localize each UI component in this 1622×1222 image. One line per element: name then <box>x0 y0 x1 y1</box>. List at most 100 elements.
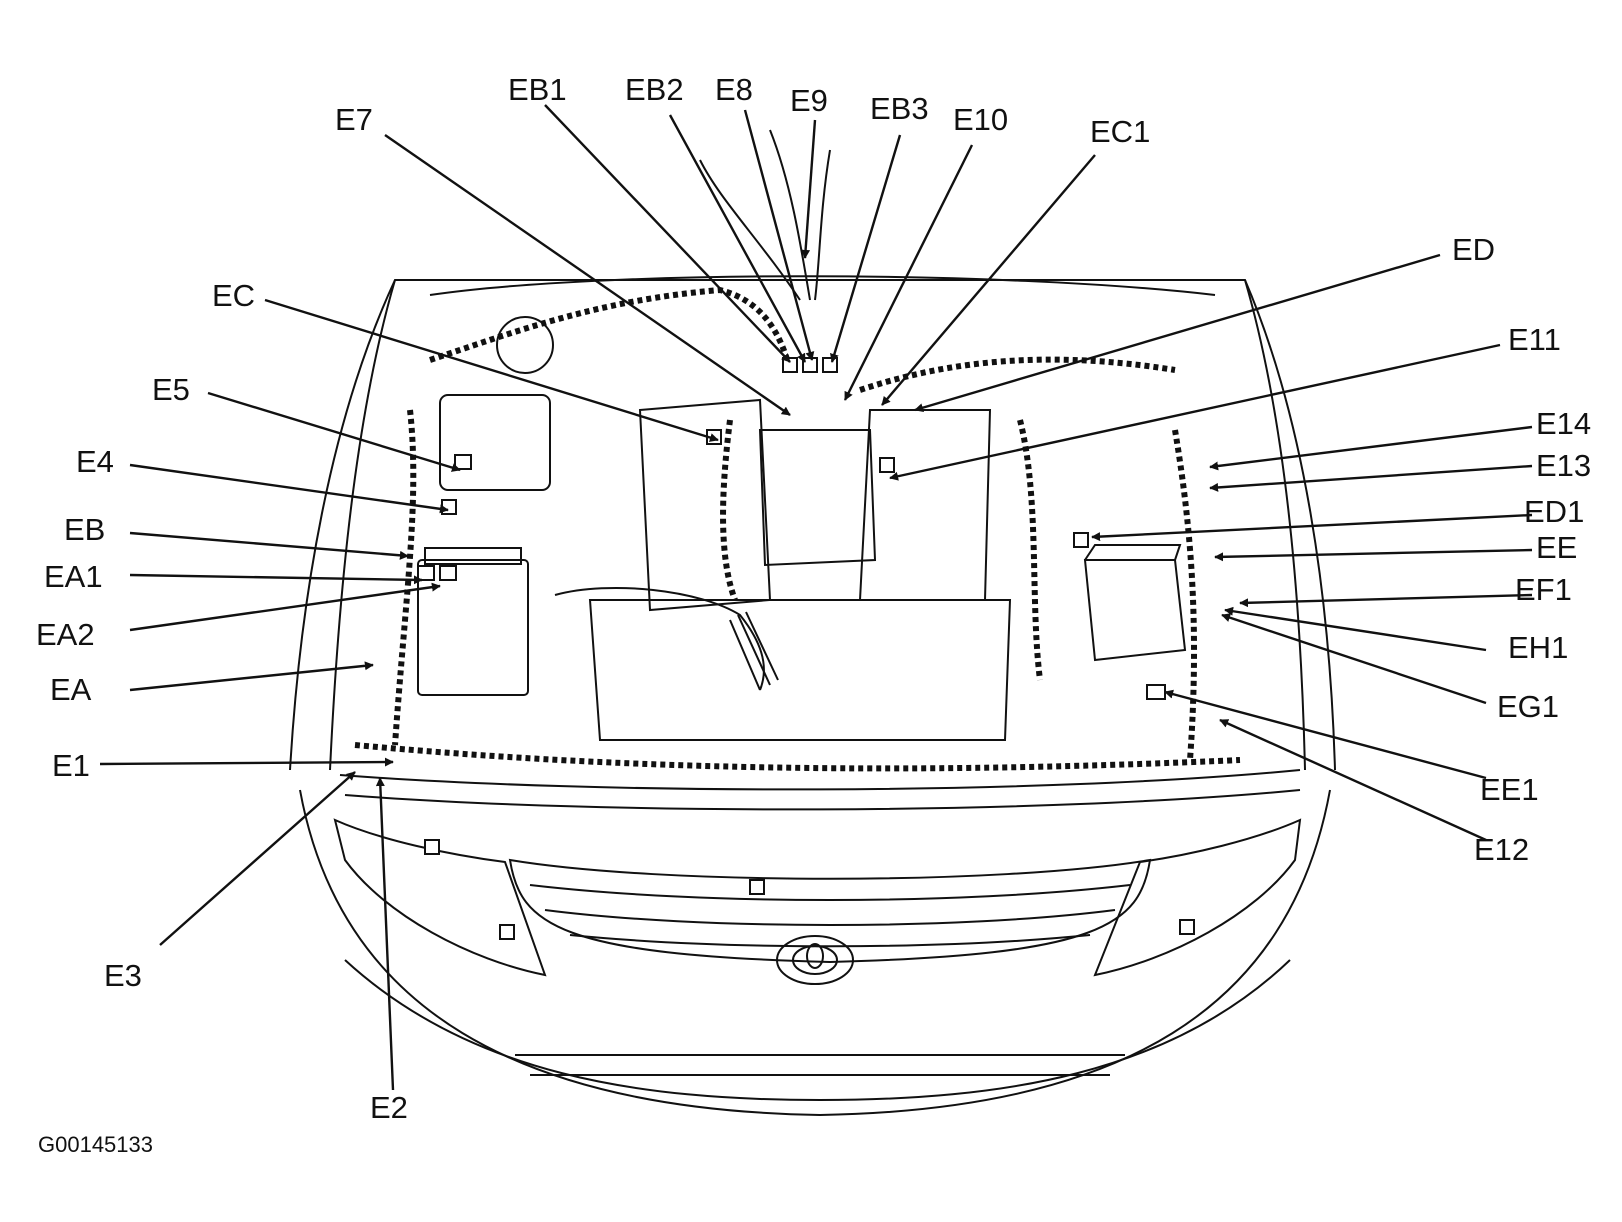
connector <box>782 357 798 373</box>
figure-id: G00145133 <box>38 1132 153 1157</box>
engine-valve-cover-right <box>858 409 992 601</box>
reservoir <box>439 394 551 491</box>
label-E13: E13 <box>1536 448 1591 483</box>
battery-top <box>424 547 522 565</box>
grille-bar-3 <box>569 934 1091 948</box>
label-E12: E12 <box>1474 832 1529 867</box>
intake-bellows <box>729 611 779 691</box>
label-EG1: EG1 <box>1497 689 1559 724</box>
leader-EA1 <box>129 573 423 585</box>
label-EB3: EB3 <box>870 91 929 126</box>
label-E11: E11 <box>1508 322 1561 357</box>
label-E3: E3 <box>104 958 142 993</box>
leader-E2 <box>375 777 395 1091</box>
leader-EE <box>1214 548 1533 562</box>
leader-E4 <box>129 463 449 514</box>
radiator-support <box>339 769 1301 811</box>
harness-engine-left <box>720 419 738 602</box>
leader-E11 <box>889 343 1501 481</box>
emblem-center <box>806 943 824 969</box>
wiring-harness <box>354 286 1241 772</box>
left-headlamp <box>333 818 547 977</box>
label-E10: E10 <box>953 102 1008 137</box>
label-EC: EC <box>212 278 255 313</box>
callout-labels: E7 EB1 EB2 E8 E9 EB3 E10 EC1 ED EC E11 E… <box>36 72 1591 1157</box>
leader-E7 <box>384 134 791 416</box>
label-EA: EA <box>50 672 92 707</box>
leader-EB1 <box>544 104 791 363</box>
front-bumper <box>299 789 1331 1117</box>
leader-E8 <box>743 109 815 361</box>
body-outline <box>289 279 1336 771</box>
leader-EC1 <box>881 154 1096 406</box>
leader-EG1 <box>1221 613 1487 705</box>
label-EC1: EC1 <box>1090 114 1150 149</box>
label-ED: ED <box>1452 232 1495 267</box>
intake-duct <box>554 587 765 691</box>
harness-upper-left <box>429 286 793 371</box>
grille-bar-1 <box>529 884 1131 901</box>
left-fender-line <box>329 279 396 771</box>
label-E14: E14 <box>1536 406 1591 441</box>
label-EB2: EB2 <box>625 72 684 107</box>
leader-E10 <box>843 144 974 401</box>
label-EE: EE <box>1536 530 1577 565</box>
emblem-outer <box>776 935 854 985</box>
connector <box>879 457 895 473</box>
leader-EA2 <box>129 582 441 632</box>
toyota-emblem <box>776 935 854 985</box>
connector <box>1146 684 1166 700</box>
leader-E14 <box>1209 425 1533 471</box>
connector <box>749 879 765 895</box>
engine-front <box>588 599 1012 741</box>
harness-front-main <box>354 742 1241 772</box>
label-EB1: EB1 <box>508 72 567 107</box>
label-EE1: EE1 <box>1480 772 1539 807</box>
brake-booster <box>496 316 554 374</box>
connector <box>499 924 515 940</box>
leader-ED <box>914 253 1441 413</box>
label-ED1: ED1 <box>1524 494 1584 529</box>
label-EH1: EH1 <box>1508 630 1568 665</box>
label-EA1: EA1 <box>44 559 103 594</box>
leader-ED1 <box>1091 513 1533 542</box>
harness-engine-right <box>1017 419 1043 681</box>
right-fender-line <box>1244 279 1306 771</box>
emblem-ring <box>792 945 838 975</box>
engine-valve-cover-left <box>638 398 772 612</box>
label-E2: E2 <box>370 1090 408 1125</box>
leader-EB3 <box>830 134 902 363</box>
label-E1: E1 <box>52 748 90 783</box>
leader-EA <box>129 661 374 692</box>
right-headlamp <box>1093 818 1302 977</box>
battery <box>417 559 529 696</box>
grille-bar-2 <box>544 909 1116 926</box>
vehicle-line-art <box>289 129 1336 1117</box>
leader-E13 <box>1209 464 1533 492</box>
bumper-slot <box>515 1054 1125 1076</box>
label-EF1: EF1 <box>1515 572 1572 607</box>
leader-EB2 <box>668 114 807 363</box>
leader-E9 <box>801 119 817 259</box>
connectors <box>417 357 1195 940</box>
connector <box>822 357 838 373</box>
harness-right-run <box>1172 429 1198 761</box>
leader-E1 <box>99 757 394 767</box>
connector <box>1073 532 1089 548</box>
label-EA2: EA2 <box>36 617 95 652</box>
upper-harness <box>699 129 831 301</box>
connector <box>454 454 472 470</box>
label-E9: E9 <box>790 83 828 118</box>
leader-EF1 <box>1239 593 1533 608</box>
harness-upper-right <box>859 356 1176 393</box>
label-EB: EB <box>64 512 105 547</box>
connector <box>439 565 457 581</box>
leader-EE1 <box>1164 689 1487 780</box>
label-E4: E4 <box>76 444 114 479</box>
connector <box>1179 919 1195 935</box>
leader-E5 <box>207 391 461 472</box>
connector <box>417 565 435 581</box>
relay-box-lid <box>1084 544 1182 561</box>
leader-EC <box>264 298 719 442</box>
